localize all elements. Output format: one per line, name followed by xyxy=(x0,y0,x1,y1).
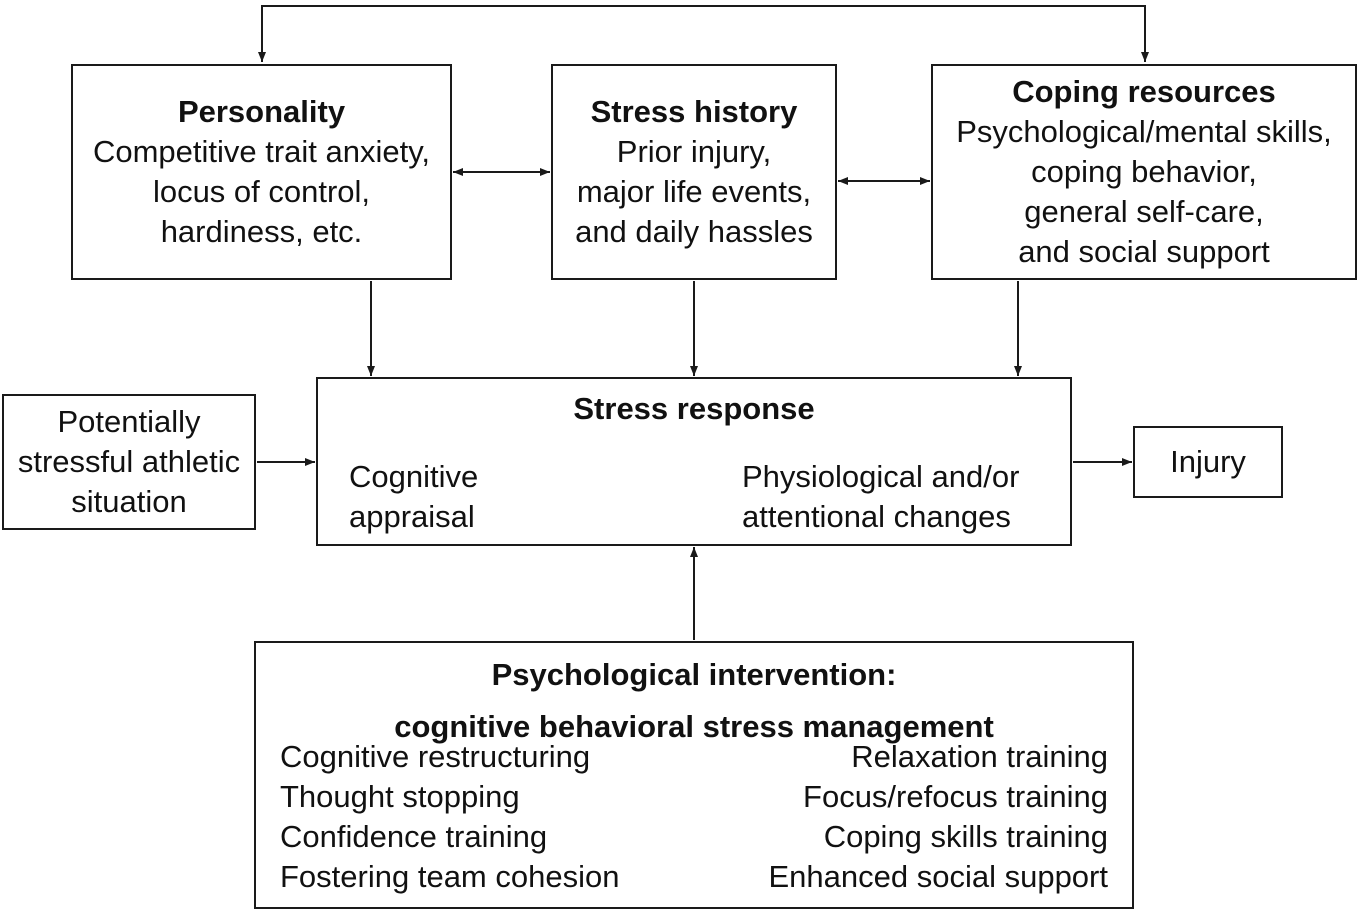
stress-history-line: and daily hassles xyxy=(575,214,813,249)
intervention-item: Fostering team cohesion xyxy=(280,859,620,894)
stress-history-box: Stress history Prior injury, major life … xyxy=(551,64,837,280)
stress-history-line: major life events, xyxy=(576,174,812,209)
personality-title: Personality xyxy=(177,94,346,129)
physiological-changes-label: Physiological and/or attentional changes xyxy=(742,457,1019,537)
coping-resources-line: Psychological/mental skills, xyxy=(956,114,1332,149)
intervention-right-column: Relaxation training Focus/refocus traini… xyxy=(768,737,1108,897)
stress-response-title: Stress response xyxy=(573,391,815,426)
intervention-item: Cognitive restructuring xyxy=(280,739,591,774)
intervention-subtitle: cognitive behavioral stress management xyxy=(394,709,994,744)
coping-resources-line: coping behavior, xyxy=(1031,154,1257,189)
injury-box: Injury xyxy=(1133,426,1283,498)
situation-line: situation xyxy=(71,484,187,519)
situation-line: Potentially xyxy=(57,404,201,439)
personality-box: Personality Competitive trait anxiety, l… xyxy=(71,64,452,280)
intervention-left-column: Cognitive restructuring Thought stopping… xyxy=(280,737,619,897)
coping-resources-box: Coping resources Psychological/mental sk… xyxy=(931,64,1357,280)
injury-label: Injury xyxy=(1170,444,1246,479)
intervention-item: Enhanced social support xyxy=(768,859,1108,894)
situation-line: stressful athletic xyxy=(17,444,241,479)
intervention-item: Focus/refocus training xyxy=(803,779,1108,814)
athletic-situation-box: Potentially stressful athletic situation xyxy=(2,394,256,530)
cognitive-appraisal-line: Cognitive xyxy=(349,459,479,494)
psychological-intervention-box: Psychological intervention: cognitive be… xyxy=(254,641,1134,909)
intervention-item: Confidence training xyxy=(280,819,548,854)
coping-resources-line: general self-care, xyxy=(1024,194,1264,229)
personality-line: Competitive trait anxiety, xyxy=(92,134,431,169)
personality-line: hardiness, etc. xyxy=(160,214,363,249)
intervention-item: Thought stopping xyxy=(280,779,520,814)
coping-resources-line: and social support xyxy=(1018,234,1270,269)
physiological-changes-line: Physiological and/or xyxy=(742,459,1020,494)
coping-resources-title: Coping resources xyxy=(1012,74,1276,109)
intervention-item: Coping skills training xyxy=(823,819,1108,854)
intervention-techniques: Cognitive restructuring Thought stopping… xyxy=(280,737,1108,897)
stress-history-title: Stress history xyxy=(590,94,798,129)
personality-line: locus of control, xyxy=(152,174,371,209)
cognitive-appraisal-line: appraisal xyxy=(349,499,475,534)
top-bracket-arrow xyxy=(258,5,1149,62)
intervention-item: Relaxation training xyxy=(851,739,1108,774)
physiological-changes-line: attentional changes xyxy=(742,499,1011,534)
stress-response-box: Stress response Cognitive appraisal Phys… xyxy=(316,377,1072,546)
cognitive-appraisal-label: Cognitive appraisal xyxy=(349,457,478,537)
stress-history-line: Prior injury, xyxy=(616,134,772,169)
intervention-title: Psychological intervention: xyxy=(491,657,897,692)
